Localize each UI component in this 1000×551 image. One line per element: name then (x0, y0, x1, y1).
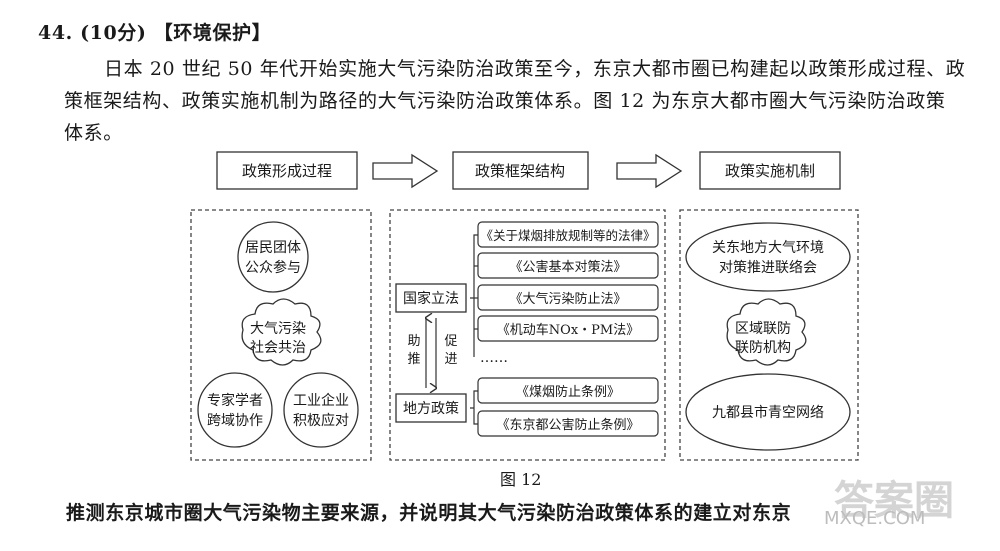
law-box-2 (477, 252, 659, 279)
question-number: 44. (38, 22, 73, 44)
node-cogovernance-line1: 大气污染 (250, 321, 306, 337)
law-box-1 (477, 221, 659, 248)
arrow-label-zhu: 助 (407, 334, 420, 349)
question-topic: 【环境保护】 (153, 22, 272, 44)
header-framework: 政策框架结构 (475, 162, 565, 180)
law-4: 《机动车NOx・PM法》 (497, 322, 639, 338)
law-box-4 (477, 315, 659, 342)
node-national-box (395, 283, 467, 313)
node-residents (237, 221, 309, 293)
question-points: (10分) (80, 22, 147, 44)
law-2: 《公害基本对策法》 (509, 259, 626, 275)
figure-caption: 图 12 (500, 470, 542, 489)
arrow-label-tui: 推 (407, 352, 420, 367)
law-6: 《东京都公害防止条例》 (496, 417, 639, 433)
header-formation: 政策形成过程 (242, 162, 332, 180)
node-national: 国家立法 (403, 290, 459, 307)
node-kanto-line1: 关东地方大气环境 (712, 240, 824, 256)
header-box-framework (452, 151, 589, 190)
block-arrow-2 (616, 153, 683, 189)
node-residents-line2: 公众参与 (245, 259, 301, 276)
question-header: 44. (10分) 【环境保护】 (38, 18, 271, 45)
paragraph-line-1: 日本 20 世纪 50 年代开始实施大气污染防治政策至今，东京大都市圈已构建起以… (104, 58, 966, 80)
law-1: 《关于煤烟排放规制等的法律》 (480, 228, 655, 243)
node-local: 地方政策 (403, 400, 459, 417)
arrow-label-jin: 进 (444, 352, 457, 367)
node-kanto (685, 222, 851, 292)
node-bluesky (685, 373, 851, 451)
bracket-national (470, 234, 478, 357)
node-experts-line2: 跨域协作 (207, 413, 263, 429)
watermark-logo: 答案圈 MXQE.COM (820, 468, 995, 548)
panel-implementation (679, 209, 859, 461)
node-experts (197, 372, 273, 448)
node-industry-line1: 工业企业 (293, 392, 349, 409)
node-industry-line2: 积极应对 (293, 412, 349, 429)
panel-formation (190, 209, 372, 461)
watermark-small: MXQE.COM (824, 508, 926, 529)
node-local-box (395, 393, 467, 423)
node-residents-line1: 居民团体 (245, 240, 301, 256)
watermark-big: 答案圈 (834, 478, 954, 524)
law-box-5 (477, 377, 659, 404)
header-box-formation (216, 151, 358, 190)
panel-framework (389, 209, 666, 461)
node-experts-line1: 专家学者 (207, 392, 263, 409)
node-regional-line1: 区域联防 (735, 321, 791, 337)
header-implementation: 政策实施机制 (725, 162, 815, 180)
node-cogovernance-cloud (241, 298, 322, 366)
law-5: 《煤烟防止条例》 (516, 384, 620, 400)
node-regional-line2: 联防机构 (735, 340, 791, 356)
law-box-6 (477, 410, 659, 437)
law-3: 《大气污染防止法》 (509, 291, 626, 307)
node-kanto-line2: 对策推进联络会 (719, 259, 817, 276)
block-arrow-1 (372, 153, 439, 189)
node-bluesky-text: 九都县市青空网络 (712, 404, 824, 421)
paragraph-line-2: 策框架结构、政策实施机制为路径的大气污染防治政策体系。图 12 为东京大都市圈大… (64, 90, 946, 112)
node-regional-cloud (726, 298, 807, 366)
question-prompt: 推测东京城市圈大气污染物主要来源，并说明其大气污染防治政策体系的建立对东京 (66, 502, 792, 524)
bracket-local (470, 390, 478, 425)
header-box-implementation (699, 151, 841, 190)
node-industry (283, 372, 359, 448)
law-box-3 (477, 284, 659, 311)
paragraph-line-3: 体系。 (64, 122, 123, 144)
node-cogovernance-line2: 社会共治 (250, 340, 306, 356)
law-ellipsis: …… (480, 350, 508, 366)
arrow-label-cu: 促 (444, 334, 457, 349)
